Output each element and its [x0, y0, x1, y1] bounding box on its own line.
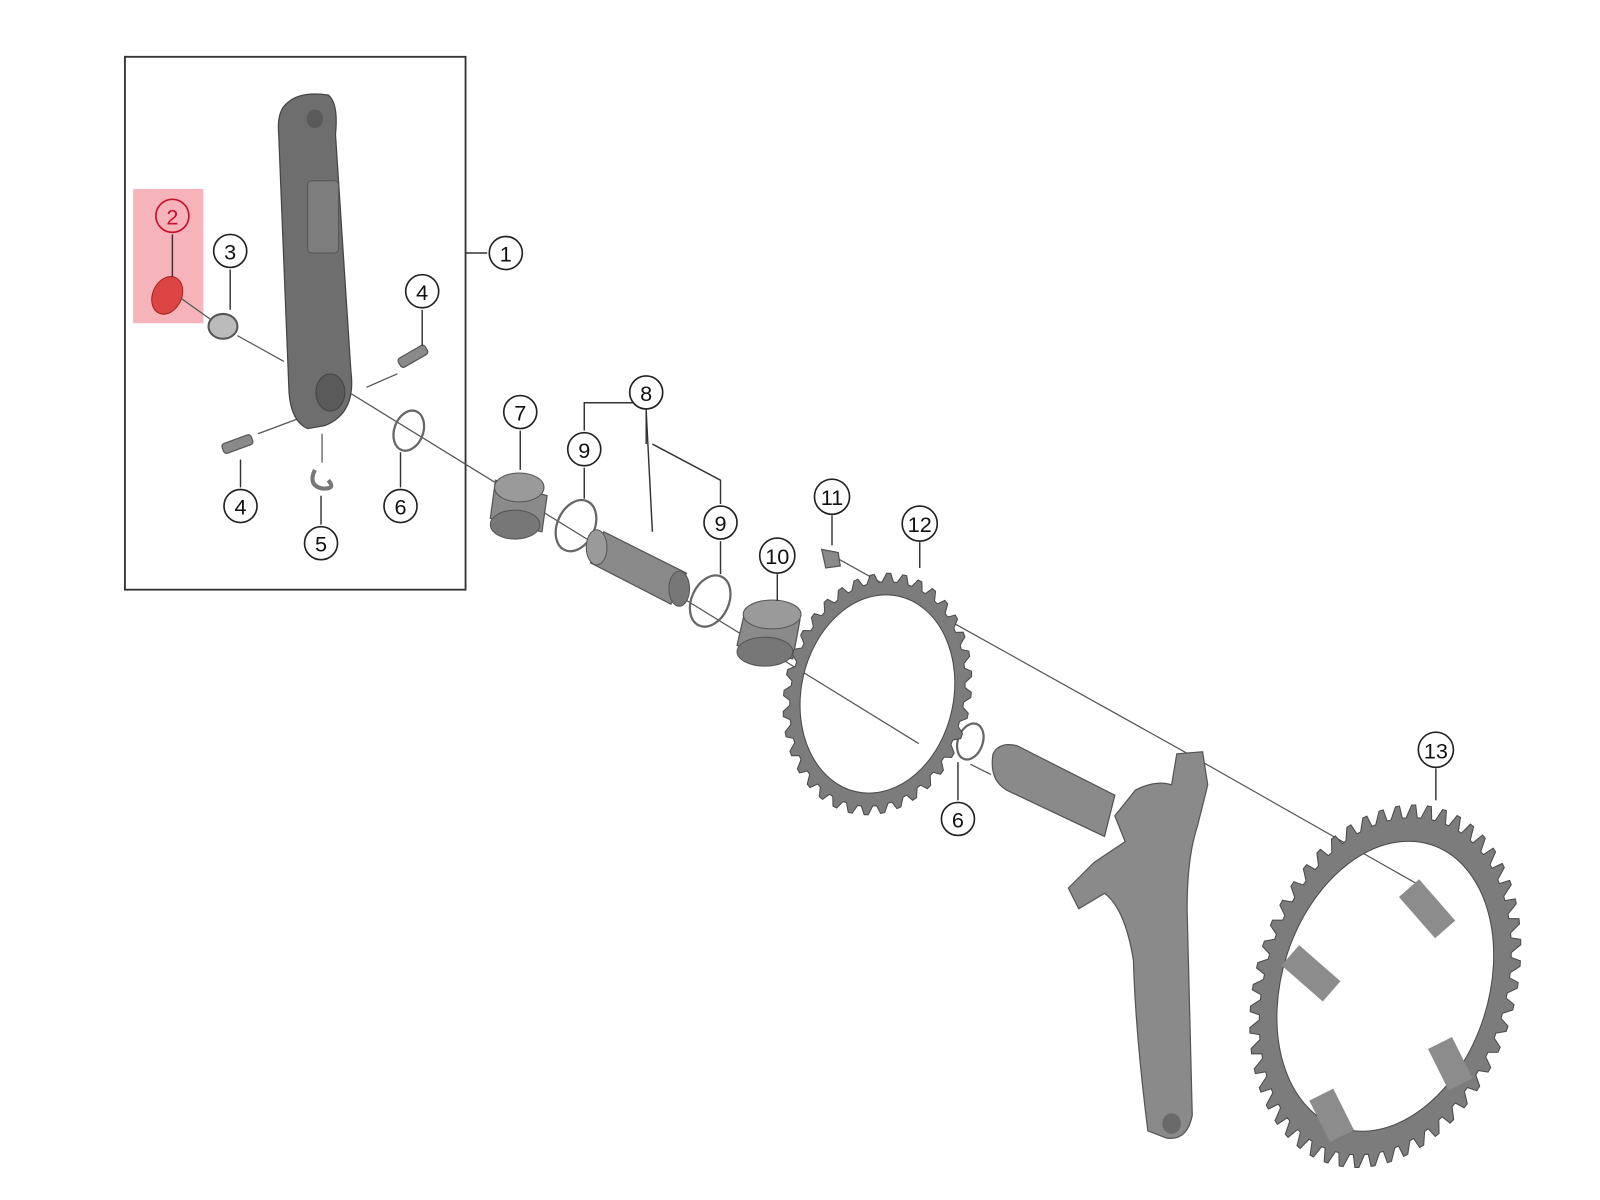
- spider-arm-tab: [1309, 1088, 1354, 1142]
- callout-circle: [940, 801, 976, 837]
- callout-circle: [383, 488, 418, 524]
- callout-2: 2: [155, 198, 190, 234]
- callout-number: 11: [821, 485, 843, 510]
- callout-number: 3: [224, 239, 236, 264]
- callout-circle: [303, 525, 339, 561]
- callout-circle: [1417, 731, 1455, 769]
- chainring-body: [782, 572, 973, 816]
- callout-number: 5: [315, 532, 327, 557]
- callout-13: 13: [1417, 731, 1455, 769]
- callout-number: 9: [714, 511, 726, 536]
- chainring-body: [1249, 804, 1522, 1168]
- part-11-chainring-bolt: [820, 548, 841, 569]
- callout-12: 12: [901, 505, 939, 542]
- right-crank-arm-with-spindle: [991, 743, 1209, 1139]
- callout-8: 8: [628, 375, 664, 410]
- part-13-outer-chainring: [1249, 804, 1522, 1168]
- callout-4: 4: [404, 273, 440, 309]
- callout-circle: [758, 537, 796, 574]
- part-12-inner-chainring: [782, 572, 973, 816]
- callout-circle: [488, 235, 524, 271]
- callout-5: 5: [303, 525, 339, 561]
- callout-6: 6: [383, 488, 418, 524]
- callout-circle: [628, 375, 664, 410]
- callout-number: 2: [166, 204, 178, 229]
- part-4-bolt-upper: [397, 344, 429, 368]
- callout-9: 9: [703, 505, 738, 540]
- spider-arm-tab: [1427, 1037, 1473, 1091]
- callout-circle: [155, 198, 190, 234]
- assembly-axis-lines: [175, 293, 1425, 889]
- part-10-bb-cup: [736, 599, 802, 667]
- part-8-bb-sleeve: [585, 529, 691, 607]
- callout-number: 12: [908, 512, 932, 537]
- callout-number: 13: [1424, 738, 1448, 763]
- part-2-cap: [151, 276, 184, 315]
- part-3-lock-nut: [207, 312, 239, 340]
- leader-lines: [171, 234, 1437, 801]
- callout-number: 9: [578, 438, 590, 463]
- callout-number: 4: [234, 495, 246, 520]
- part-5-clip: [310, 469, 334, 491]
- part-9-o-ring-right: [688, 574, 732, 628]
- callout-1: 1: [488, 235, 524, 271]
- callout-10: 10: [758, 537, 796, 574]
- callout-11: 11: [813, 478, 851, 516]
- callout-number: 6: [952, 807, 964, 832]
- callout-7: 7: [502, 394, 538, 430]
- callout-circle: [901, 505, 939, 542]
- left-crank-assembly-frame: [123, 55, 467, 591]
- callout-circle: [502, 394, 538, 430]
- callout-circle: [566, 431, 602, 467]
- callout-4: 4: [223, 488, 258, 524]
- callout-3: 3: [212, 233, 248, 269]
- callout-number: 1: [500, 242, 512, 267]
- power-meter-pod: [307, 180, 340, 254]
- part-7-bb-cup: [489, 472, 548, 540]
- crank-bore: [315, 373, 346, 412]
- callout-circle: [703, 505, 738, 540]
- callout-number: 4: [416, 280, 428, 305]
- callout-number: 7: [514, 401, 526, 426]
- part-6-o-ring-left: [392, 409, 426, 452]
- callout-circle: [223, 488, 258, 524]
- spider-arm-tab: [1281, 945, 1341, 1002]
- part-4-bolt-lower: [221, 434, 254, 454]
- left-crank-arm: [277, 93, 353, 430]
- callout-6: 6: [940, 801, 976, 837]
- callout-circle: [404, 273, 440, 309]
- callout-circle: [813, 478, 851, 516]
- callout-9: 9: [566, 431, 602, 467]
- spider-arm-tab: [1398, 879, 1456, 939]
- callout-number: 10: [765, 544, 789, 569]
- callout-number: 6: [394, 495, 406, 520]
- callout-number: 8: [640, 381, 652, 406]
- callout-circle: [212, 233, 248, 269]
- crank-pedal-hole: [306, 109, 324, 129]
